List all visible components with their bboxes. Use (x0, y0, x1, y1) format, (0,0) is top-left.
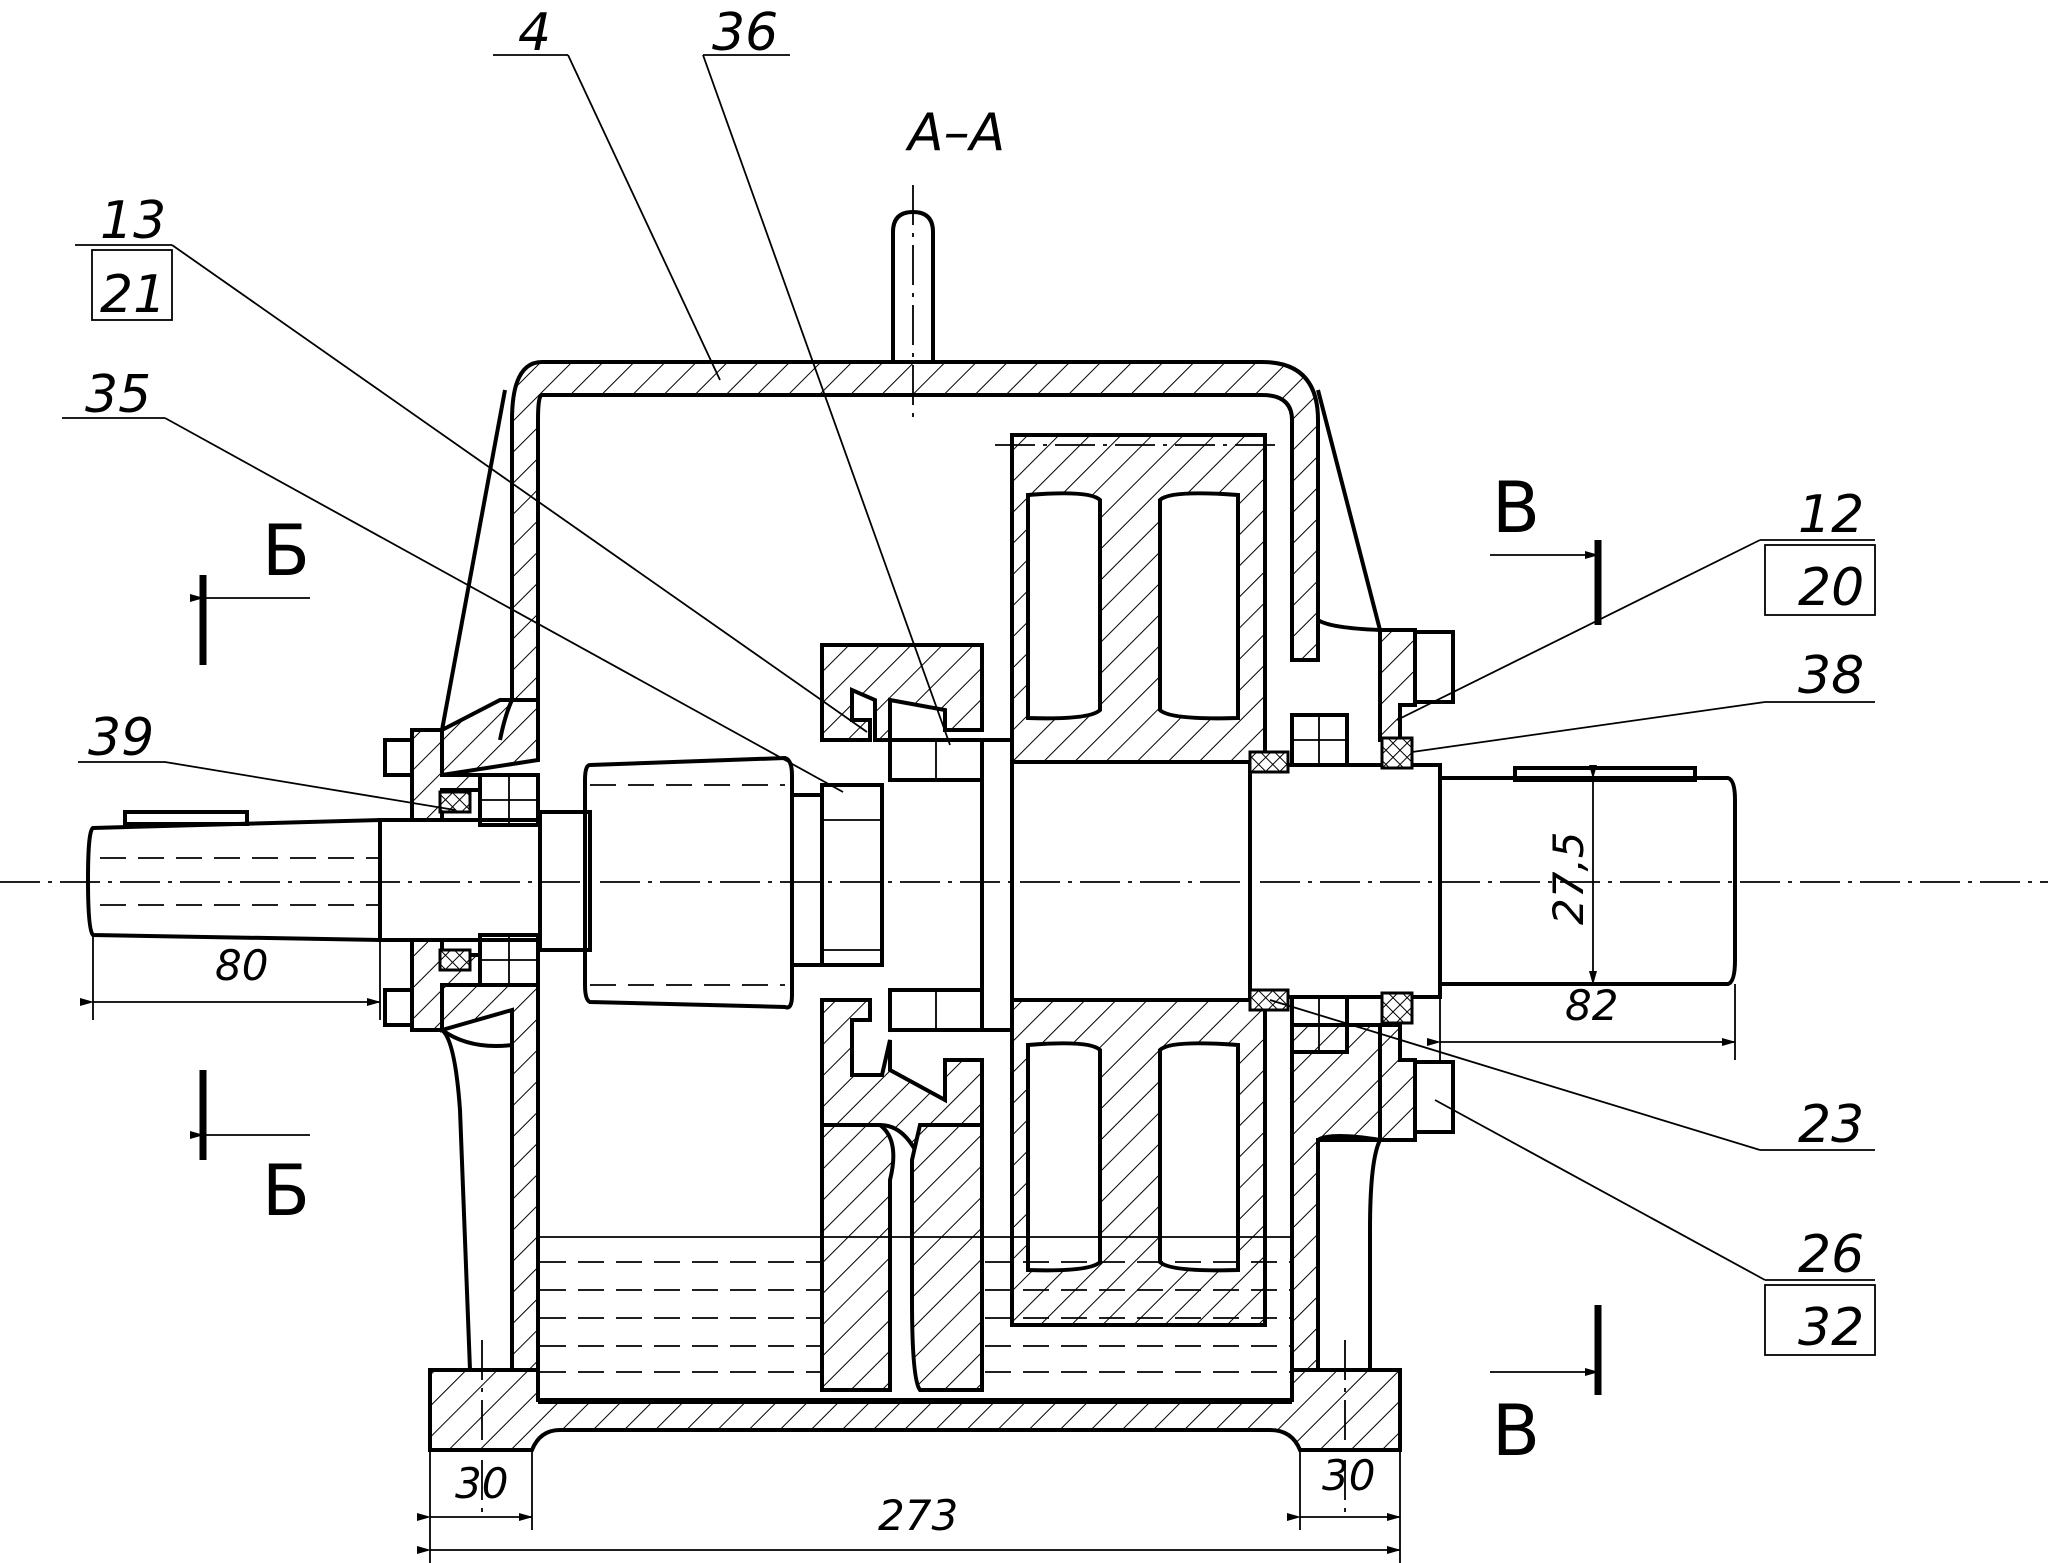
input-shaft (85, 810, 592, 952)
large-gear (995, 433, 1275, 1327)
pinion (583, 755, 884, 1010)
callout-32: 32 (1798, 1298, 1864, 1358)
right-seal (1380, 736, 1414, 770)
callout-36: 36 (712, 3, 778, 63)
dimension-lines (80, 765, 1736, 1563)
housing-right-lower-wall (1290, 1023, 1382, 1402)
callout-23: 23 (1798, 1095, 1864, 1155)
vent-plug (891, 185, 935, 420)
callout-4: 4 (518, 3, 551, 63)
housing-right-rib-top (1316, 389, 1382, 631)
housing-left-rib-bottom (440, 1028, 472, 1371)
callout-35: 35 (85, 365, 151, 425)
housing-cover-wall (510, 360, 1320, 762)
housing-left-upper-wall (440, 698, 540, 778)
housing-right-rib-bottom (1368, 1139, 1382, 1370)
intermediate-bearing-housing (820, 643, 1014, 1392)
callout-12: 12 (1798, 485, 1864, 545)
output-shaft (1010, 750, 1737, 1012)
dim-shaft-diameter: 27,5 (1544, 831, 1593, 925)
callout-26: 26 (1798, 1225, 1864, 1285)
callout-21: 21 (100, 265, 166, 325)
housing-left-rib-top (440, 389, 507, 731)
callout-13: 13 (100, 191, 166, 251)
dim-overall-width: 273 (878, 1491, 958, 1540)
dim-left-foot: 30 (455, 1459, 508, 1508)
view-label: А–А (905, 103, 1005, 163)
oil-level (538, 1236, 1292, 1373)
dim-output-shaft-length: 82 (1565, 981, 1618, 1030)
dim-input-shaft-length: 80 (215, 941, 268, 990)
section-mark-v-top: В (1492, 467, 1540, 549)
callout-20: 20 (1798, 558, 1864, 618)
right-bearing-cap (1290, 628, 1455, 1142)
left-bearing-cap (383, 728, 482, 1032)
section-mark-v-bottom: В (1492, 1390, 1540, 1472)
section-marks (190, 540, 1602, 1395)
housing-base (428, 1368, 1402, 1452)
left-seal (438, 790, 472, 814)
callout-38: 38 (1798, 646, 1864, 706)
dim-right-foot: 30 (1322, 1451, 1375, 1500)
section-mark-b-top: Б (262, 510, 310, 592)
leader-lines (62, 54, 1876, 1356)
callout-39: 39 (88, 708, 154, 768)
section-mark-b-bottom: Б (262, 1150, 310, 1232)
left-bearing (478, 773, 540, 987)
